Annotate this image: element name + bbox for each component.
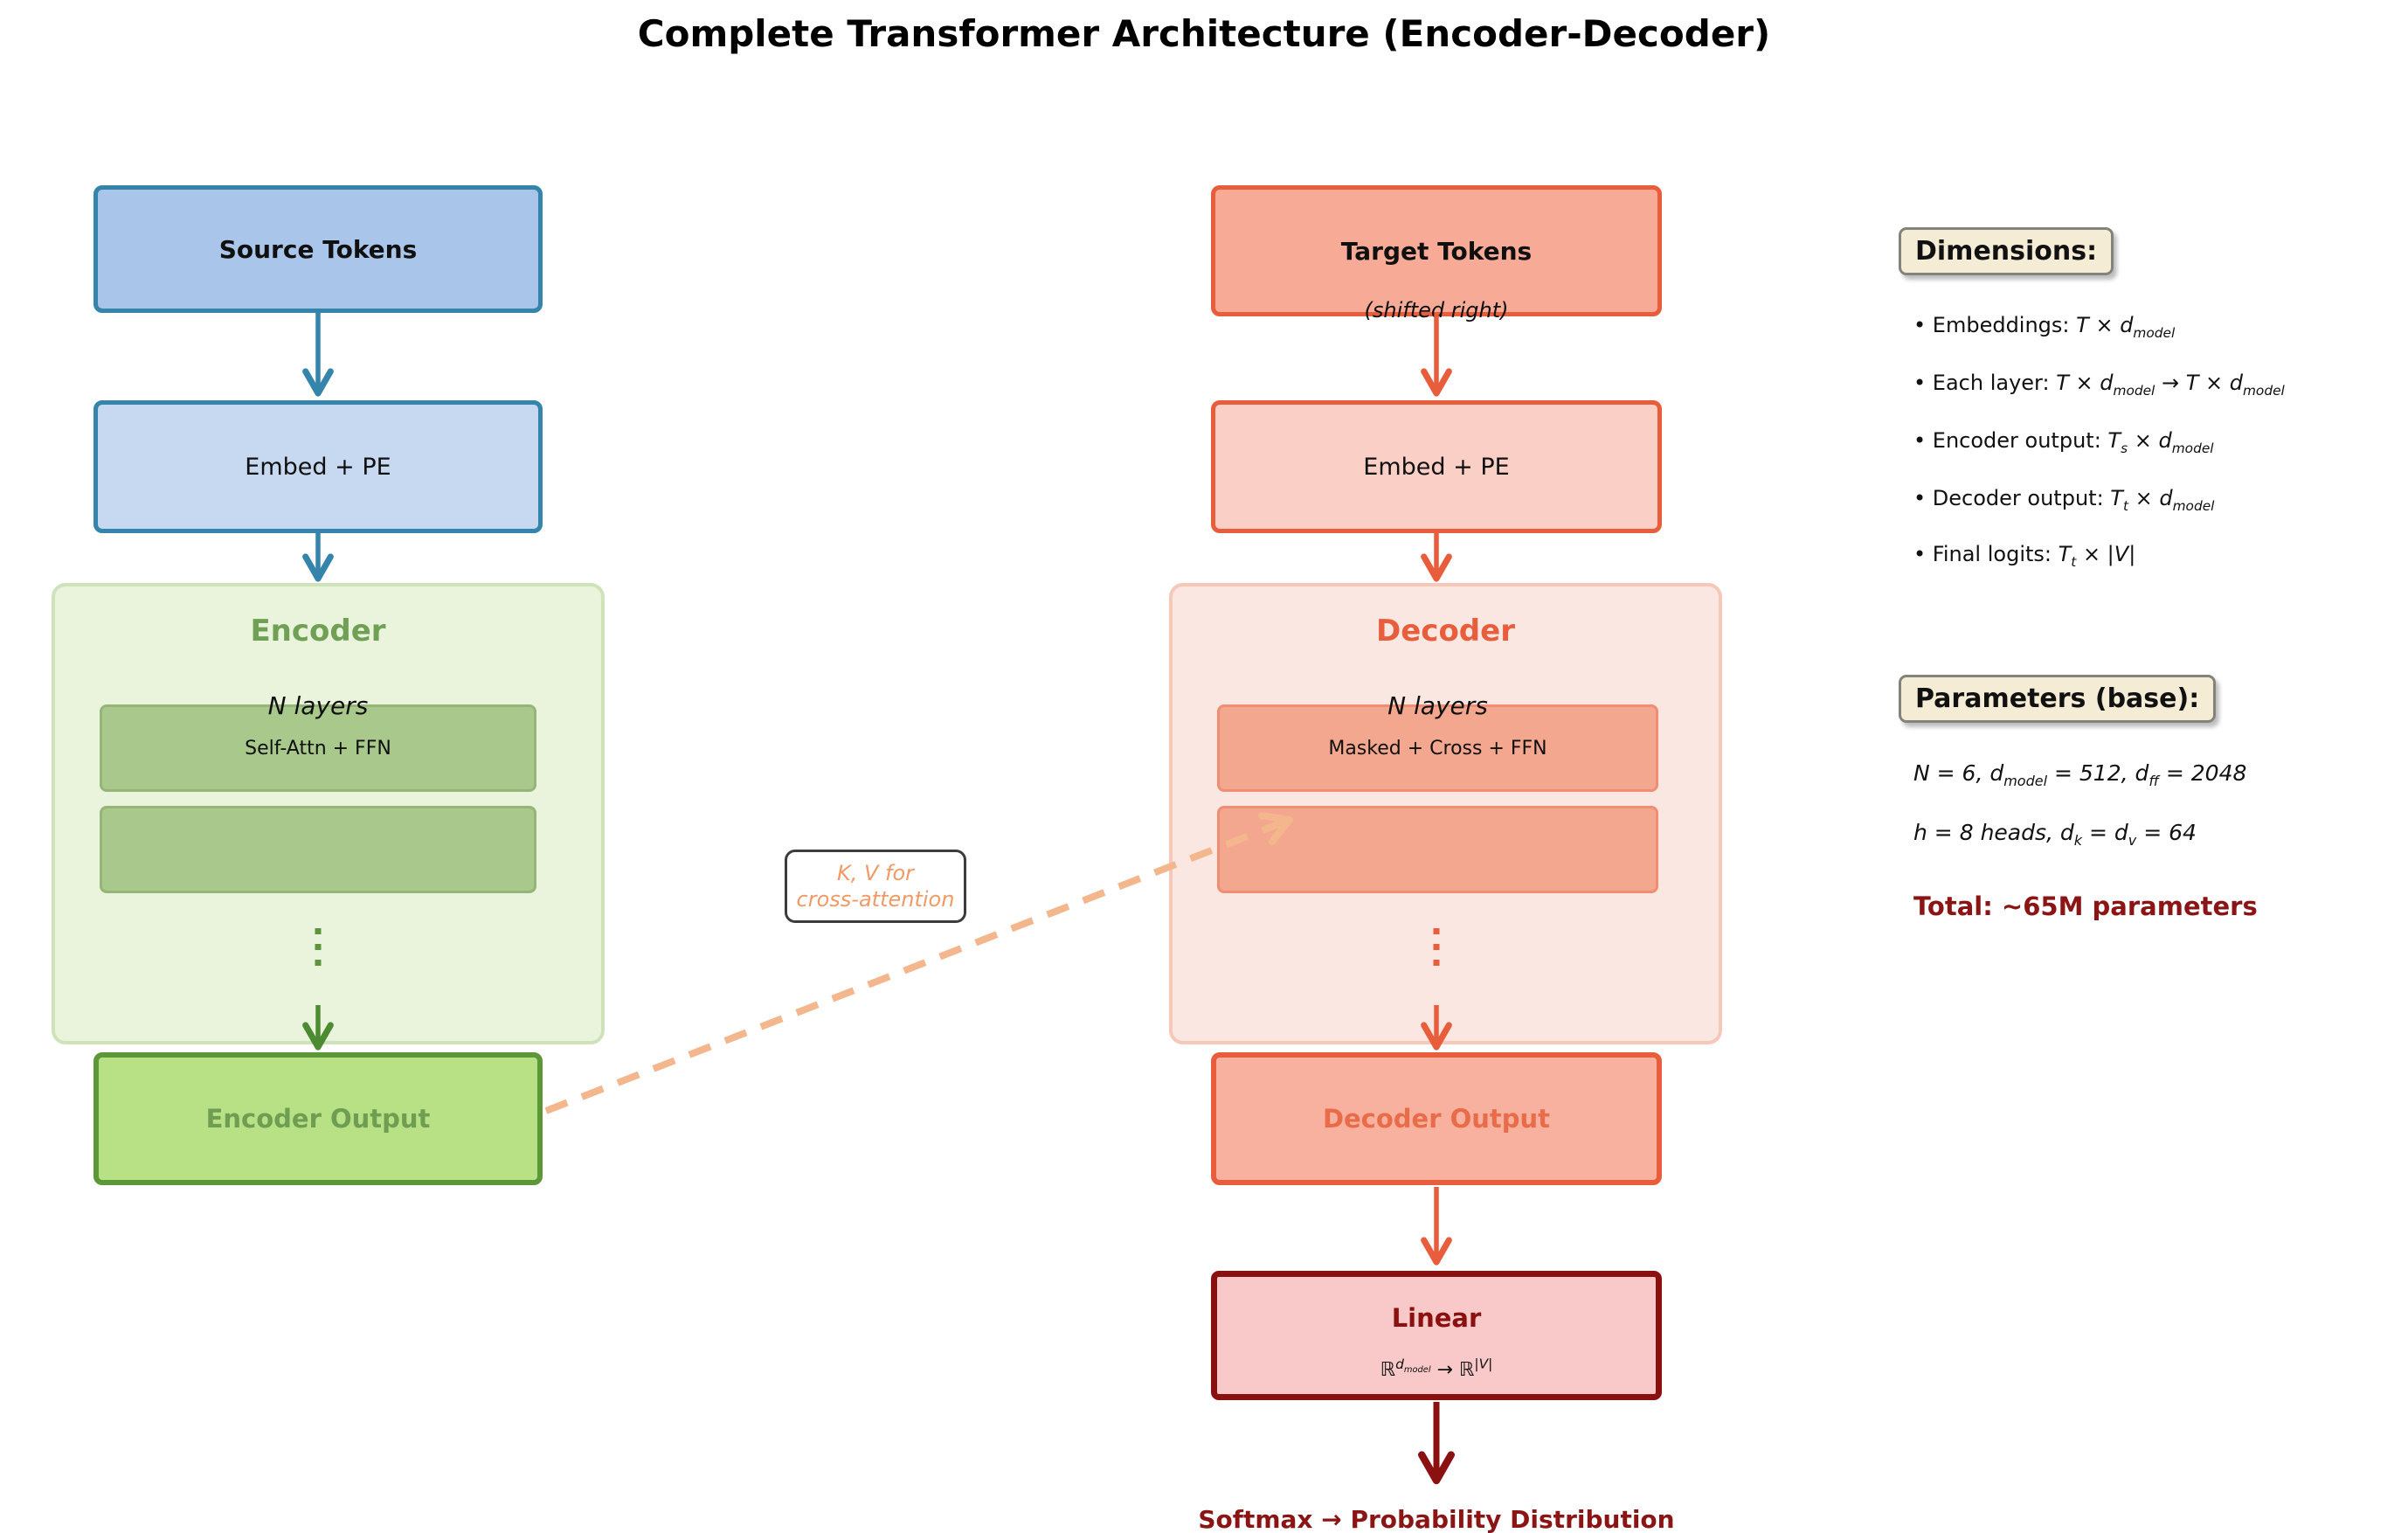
cross-attention-label-line1: K, V for <box>836 861 915 885</box>
decoder-layer-label: Masked + Cross + FFN <box>1328 737 1547 760</box>
decoder-output-box: Decoder Output <box>1211 1052 1662 1185</box>
encoder-embed-pe-label: Embed + PE <box>245 453 391 481</box>
page-title: Complete Transformer Architecture (Encod… <box>637 12 1771 55</box>
decoder-layer-box-2 <box>1217 806 1658 893</box>
target-tokens-label-wrap: Target Tokens <box>1215 190 1657 312</box>
encoder-output-box: Encoder Output <box>93 1052 543 1185</box>
cross-attention-label-line2: cross-attention <box>796 887 955 912</box>
target-tokens-box: Target Tokens (shifted right) <box>1211 185 1662 323</box>
source-tokens-box: Source Tokens <box>93 185 543 313</box>
cross-attention-label-box: K, V for cross-attention <box>785 850 966 923</box>
dimension-item-final-logits: • Final logits: Tt × |V| <box>1913 542 2136 570</box>
parameters-line-2: h = 8 heads, dk = dv = 64 <box>1913 820 2197 849</box>
linear-mapping-formula: ℝdmodel → ℝ|V| <box>1380 1356 1493 1381</box>
dimension-item-each-layer: • Each layer: T × dmodel → T × dmodel <box>1913 371 2285 399</box>
decoder-embed-pe-label: Embed + PE <box>1363 453 1510 481</box>
encoder-title: Encoder <box>250 614 386 649</box>
encoder-layer-box-1: Self-Attn + FFN <box>100 704 536 792</box>
decoder-n-layers-label: N layers <box>1387 691 1488 720</box>
target-tokens-label: Target Tokens <box>1340 236 1533 266</box>
linear-box: Linear ℝdmodel → ℝ|V| <box>1211 1271 1662 1400</box>
decoder-layer-box-1: Masked + Cross + FFN <box>1217 704 1658 792</box>
dimension-item-encoder-output: • Encoder output: Ts × dmodel <box>1913 428 2214 456</box>
encoder-n-layers-label: N layers <box>267 691 369 720</box>
dimensions-panel-header: Dimensions: <box>1899 227 2114 275</box>
parameters-line-1: N = 6, dmodel = 512, dff = 2048 <box>1913 760 2247 789</box>
encoder-layer-label: Self-Attn + FFN <box>245 737 391 760</box>
decoder-embed-pe-box: Embed + PE <box>1211 400 1662 533</box>
dimension-item-embeddings: • Embeddings: T × dmodel <box>1913 313 2176 341</box>
encoder-embed-pe-box: Embed + PE <box>93 400 543 533</box>
decoder-output-label: Decoder Output <box>1322 1104 1551 1134</box>
encoder-output-label: Encoder Output <box>205 1104 431 1134</box>
dimension-item-decoder-output: • Decoder output: Tt × dmodel <box>1913 486 2215 514</box>
source-tokens-label: Source Tokens <box>218 234 418 264</box>
linear-label: Linear <box>1391 1303 1482 1333</box>
decoder-title: Decoder <box>1376 614 1515 649</box>
encoder-layer-box-2 <box>100 806 536 893</box>
shifted-right-note: (shifted right) <box>1364 298 1509 323</box>
parameters-total: Total: ~65M parameters <box>1913 891 2258 921</box>
parameters-panel-header: Parameters (base): <box>1899 675 2217 723</box>
softmax-note: Softmax → Probability Distribution <box>1198 1505 1675 1533</box>
